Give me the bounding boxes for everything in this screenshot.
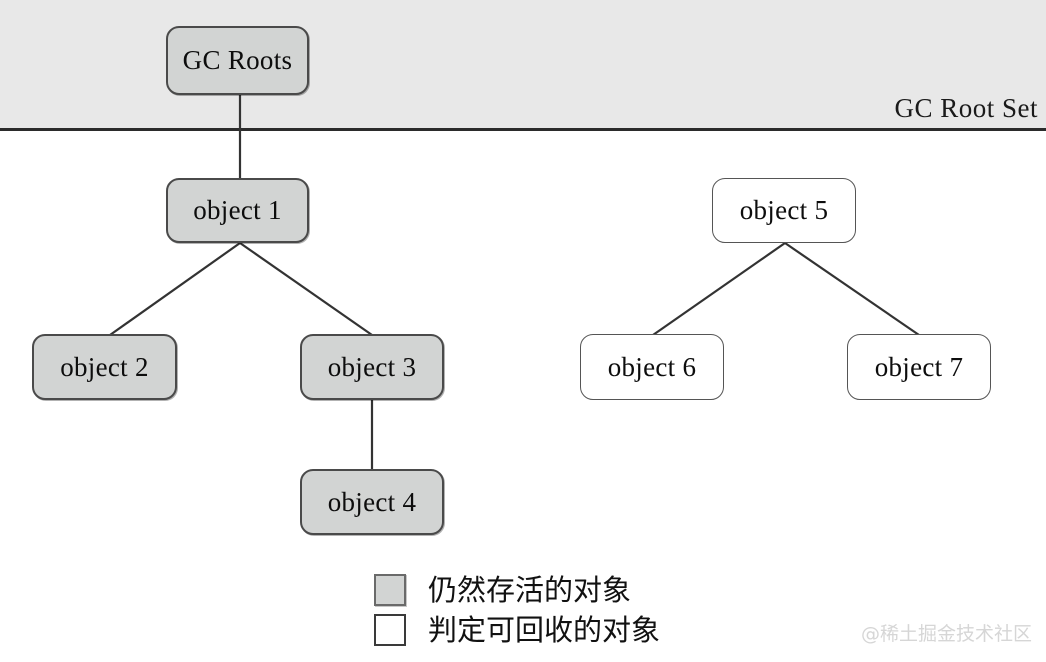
- node-object-6[interactable]: object 6: [580, 334, 724, 400]
- legend-alive: 仍然存活的对象: [374, 570, 704, 610]
- legend-label: 仍然存活的对象: [428, 572, 632, 607]
- node-label: object 3: [327, 351, 417, 382]
- legend-swatch-garbage: [374, 614, 406, 646]
- edge-object1-object3: [239, 242, 373, 336]
- node-gc-roots[interactable]: GC Roots: [166, 26, 309, 95]
- node-label: object 2: [60, 351, 149, 382]
- node-label: object 1: [193, 195, 282, 225]
- node-label: object 6: [607, 351, 697, 382]
- gc-root-set-band: GC Root Set: [0, 0, 1046, 131]
- legend-label: 判定可回收的对象: [428, 612, 661, 647]
- edge-object5-object7: [784, 242, 920, 336]
- node-object-7[interactable]: object 7: [847, 334, 991, 400]
- node-object-5[interactable]: object 5: [712, 178, 856, 243]
- gc-root-set-label: GC Root Set: [894, 93, 1038, 123]
- node-label: object 7: [874, 351, 964, 382]
- node-object-2[interactable]: object 2: [32, 334, 177, 400]
- legend: 仍然存活的对象判定可回收的对象: [374, 570, 704, 650]
- node-object-4[interactable]: object 4: [300, 469, 444, 535]
- node-label: GC Roots: [182, 45, 293, 75]
- legend-garbage: 判定可回收的对象: [374, 610, 704, 650]
- node-object-3[interactable]: object 3: [300, 334, 444, 400]
- legend-swatch-alive: [374, 574, 406, 606]
- node-object-1[interactable]: object 1: [166, 178, 309, 243]
- node-label: object 5: [739, 195, 829, 225]
- node-label: object 4: [327, 486, 417, 517]
- edge-object1-object2: [109, 242, 241, 336]
- watermark: @稀土掘金技术社区: [860, 623, 1032, 645]
- edge-object5-object6: [652, 242, 786, 336]
